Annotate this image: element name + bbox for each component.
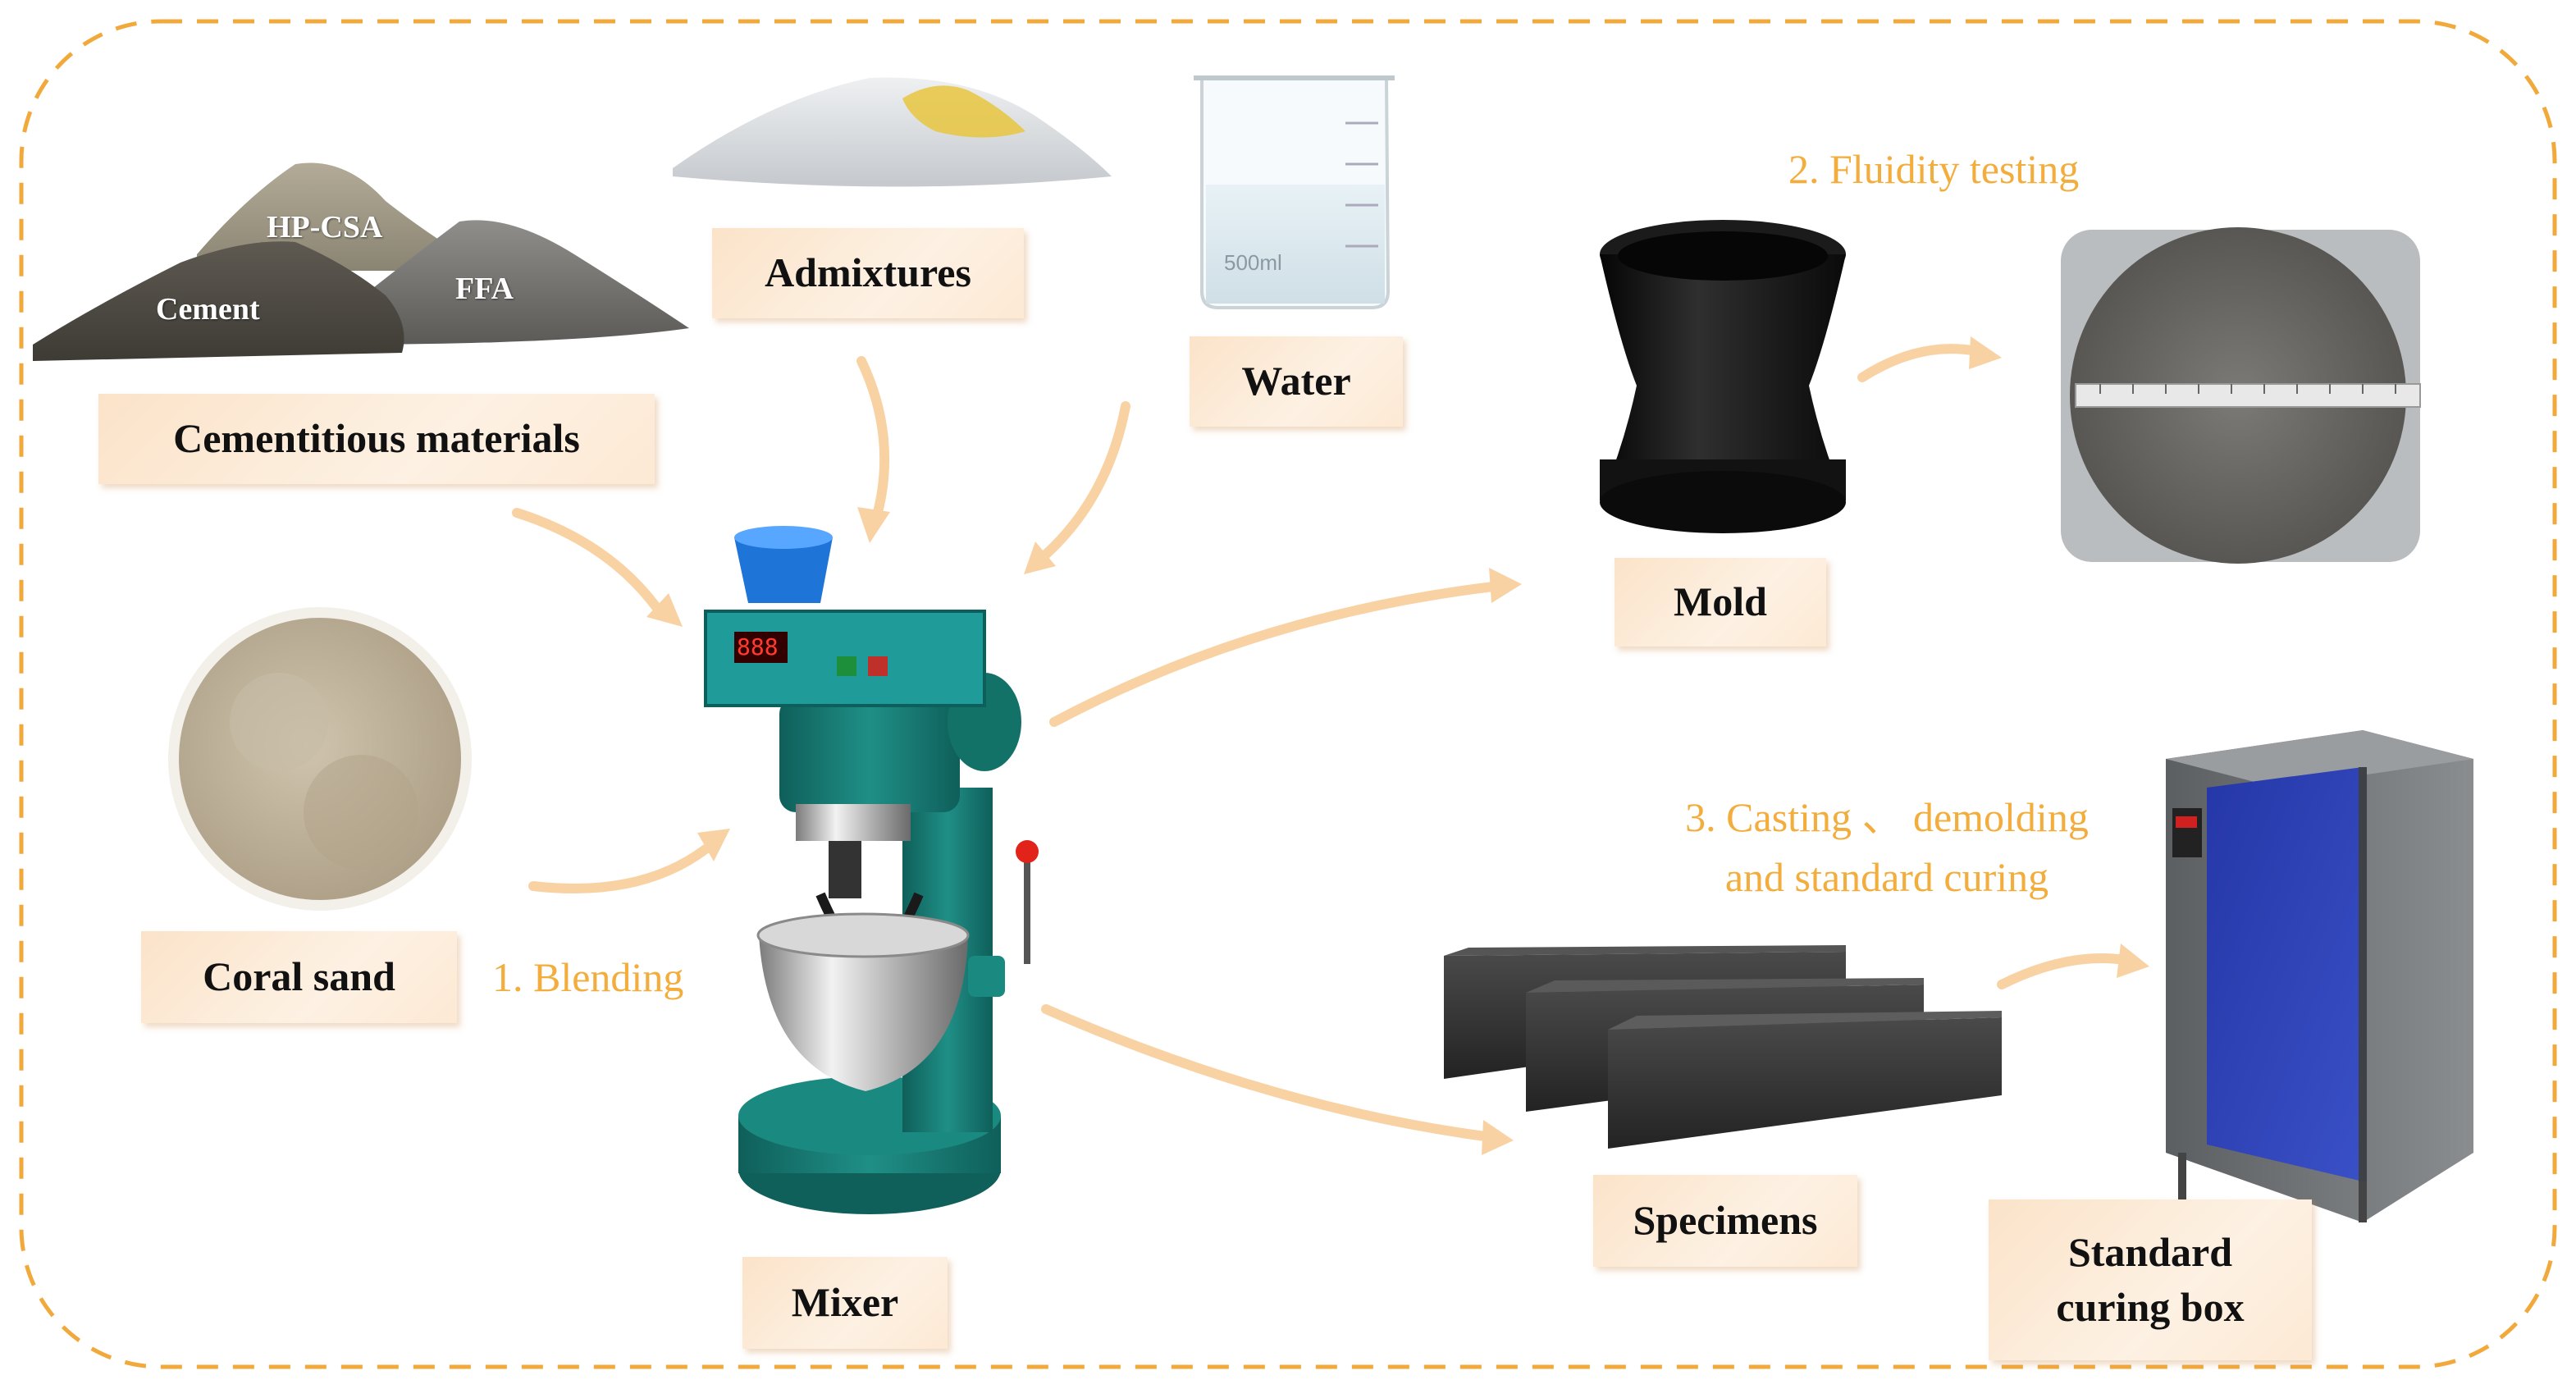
fluidity-test-photo bbox=[2061, 227, 2421, 564]
specimens-photo bbox=[1444, 945, 2002, 1149]
curing-box-label-line-2: curing box bbox=[2056, 1284, 2245, 1330]
mixer-label: Mixer bbox=[742, 1257, 948, 1349]
curing-box-label-line-1: Standard bbox=[2067, 1228, 2233, 1275]
mold-photo bbox=[1600, 220, 1846, 533]
arrow-mixer-to-mold bbox=[1049, 582, 1498, 727]
mold-label: Mold bbox=[1615, 558, 1826, 647]
coral-sand-photo bbox=[168, 607, 472, 911]
arrow-admixtures-to-mixer bbox=[856, 356, 890, 523]
arrow-mixer-to-specimens bbox=[1041, 1004, 1490, 1141]
step-casting-line-1: 3. Casting 、 demolding bbox=[1685, 794, 2089, 840]
step-casting: 3. Casting 、 demolding and standard curi… bbox=[1633, 788, 2141, 907]
arrow-mold-to-fluidity bbox=[1857, 344, 1982, 382]
step-casting-line-2: and standard curing bbox=[1724, 853, 2049, 900]
mixer-photo bbox=[704, 526, 1039, 1214]
specimens-label: Specimens bbox=[1593, 1175, 1857, 1267]
water-beaker bbox=[1194, 75, 1395, 309]
step-fluidity-testing: 2. Fluidity testing bbox=[1788, 146, 2080, 192]
flow-arrows bbox=[512, 336, 2149, 1155]
pile-label-cement: Cement bbox=[156, 292, 260, 327]
cementitious-materials-label: Cementitious materials bbox=[98, 394, 655, 484]
step-blending: 1. Blending bbox=[492, 954, 684, 1000]
coral-sand-label: Coral sand bbox=[141, 931, 457, 1023]
water-label: Water bbox=[1190, 336, 1403, 427]
admixtures-photo bbox=[673, 77, 1112, 187]
arrow-water-to-mixer bbox=[1037, 401, 1130, 563]
pile-label-ffa: FFA bbox=[455, 272, 514, 306]
arrow-specimens-to-curing-box bbox=[1997, 953, 2130, 989]
pile-label-hp-csa: HP-CSA bbox=[267, 210, 383, 244]
curing-box-photo bbox=[2166, 730, 2473, 1222]
arrow-coral-sand-to-mixer bbox=[528, 844, 710, 893]
dashed-border bbox=[19, 19, 2557, 1369]
beaker-marking: 500ml bbox=[1224, 250, 1282, 275]
mixer-display-digits: 888 bbox=[737, 633, 779, 660]
curing-box-label: Standard curing box bbox=[1989, 1199, 2312, 1360]
admixtures-label: Admixtures bbox=[712, 228, 1024, 318]
cementitious-materials-photo bbox=[33, 162, 689, 361]
arrow-cementitious-to-mixer bbox=[512, 508, 661, 612]
